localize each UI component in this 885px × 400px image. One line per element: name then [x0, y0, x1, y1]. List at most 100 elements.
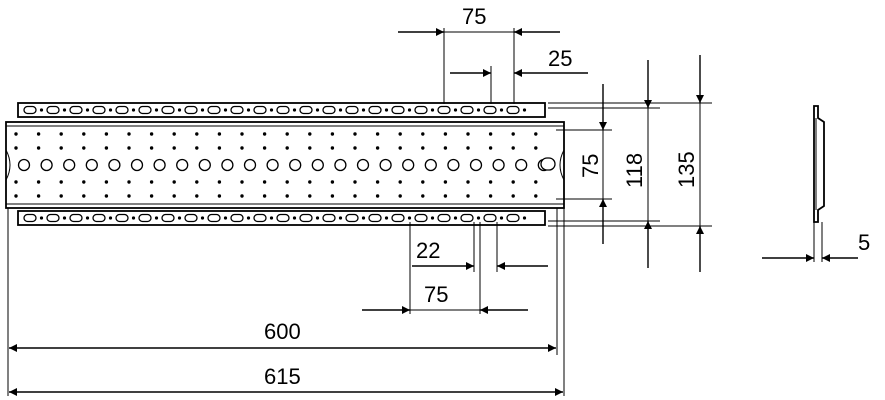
plate-hole: [130, 158, 144, 172]
flange-pin-hole: [154, 216, 159, 220]
plate-small-hole: [127, 180, 131, 184]
plate-small-hole: [240, 194, 244, 198]
plate-small-hole: [59, 180, 63, 184]
plate-small-hole: [511, 180, 515, 184]
flange-slot: [46, 105, 60, 115]
plate-small-hole: [36, 180, 41, 184]
plate-small-hole: [466, 132, 470, 136]
flange-slot: [391, 213, 405, 223]
dim-label-600: 600: [264, 319, 301, 344]
left-edge-notch: [5, 149, 11, 181]
flange-slot: [184, 213, 198, 223]
flange-pin-hole: [177, 108, 182, 112]
plate-hole: [469, 158, 483, 172]
dim-label-top-25: 25: [548, 46, 572, 71]
plate-small-hole: [149, 146, 154, 150]
plate-small-hole: [330, 180, 335, 184]
flange-pin-hole: [338, 108, 343, 112]
height-dimension-75: 75: [556, 84, 612, 244]
plate-small-hole: [36, 132, 41, 136]
flange-pin-hole: [108, 108, 113, 112]
flange-pin-hole: [200, 216, 205, 220]
plate-small-hole: [375, 194, 380, 198]
plate-hole: [515, 158, 528, 172]
plate-small-hole: [353, 146, 357, 150]
flange-slot: [414, 213, 428, 223]
plate-hole: [153, 158, 166, 172]
dim-label-118: 118: [622, 153, 647, 188]
flange-slot: [207, 105, 221, 115]
plate-small-hole: [82, 146, 86, 150]
flange-pin-hole: [315, 216, 320, 220]
flange-slot: [391, 105, 405, 115]
plate-small-hole: [82, 194, 86, 198]
top-dimension-75: 75: [398, 4, 560, 104]
plate-small-hole: [104, 180, 109, 184]
plate-small-hole: [488, 180, 493, 184]
flange-pin-hole: [177, 216, 182, 220]
flange-pin-hole: [62, 216, 67, 220]
plate-small-hole: [308, 146, 312, 150]
right-edge-notch: [559, 149, 565, 181]
dim-label-135: 135: [674, 151, 699, 188]
plate-small-hole: [534, 194, 538, 198]
plate-small-hole: [14, 146, 18, 150]
front-view: [5, 102, 565, 226]
dim-label-bottom-22: 22: [416, 238, 440, 263]
plate-small-holes: [14, 132, 538, 198]
flange-pin-hole: [407, 108, 412, 112]
plate-hole: [379, 158, 392, 172]
plate-holes: [17, 158, 550, 172]
flange-slot: [368, 105, 382, 115]
flange-pin-hole: [269, 108, 274, 112]
plate-small-hole: [240, 132, 244, 136]
plate-small-hole: [534, 146, 538, 150]
plate-small-hole: [466, 180, 470, 184]
bottom-dimension-75: 75: [362, 222, 528, 314]
flange-slot: [506, 105, 520, 115]
plate-small-hole: [330, 146, 335, 150]
plate-small-hole: [262, 194, 267, 198]
dim-label-bottom-75: 75: [424, 282, 448, 307]
plate-hole: [289, 158, 302, 172]
bottom-flange-slots: [23, 213, 527, 223]
plate-small-hole: [195, 146, 199, 150]
flange-pin-hole: [453, 216, 458, 220]
top-dimension-25: 25: [450, 46, 588, 104]
flange-pin-hole: [246, 216, 251, 220]
plate-small-hole: [217, 146, 222, 150]
flange-pin-hole: [200, 108, 205, 112]
dim-label-thickness-5: 5: [858, 230, 870, 255]
plate-small-hole: [330, 132, 335, 136]
plate-small-hole: [14, 194, 18, 198]
flange-pin-hole: [430, 108, 435, 112]
flange-pin-hole: [499, 216, 504, 220]
dim-label-615: 615: [264, 364, 301, 389]
plate-small-hole: [443, 146, 448, 150]
bottom-dimension-22: 22: [412, 222, 548, 272]
plate-small-hole: [217, 180, 222, 184]
flange-slot: [345, 213, 359, 223]
flange-slot: [184, 105, 198, 115]
flange-slot: [437, 105, 451, 115]
flange-pin-hole: [361, 216, 366, 220]
dim-label-height-75: 75: [578, 154, 603, 178]
plate-small-hole: [375, 180, 380, 184]
flange-pin-hole: [499, 108, 504, 112]
plate-small-hole: [398, 180, 402, 184]
flange-pin-hole: [154, 108, 159, 112]
plate-small-hole: [172, 132, 176, 136]
flange-pin-hole: [430, 216, 435, 220]
flange-slot: [69, 213, 83, 223]
flange-slot: [322, 213, 336, 223]
plate-hole: [221, 158, 234, 172]
flange-pin-hole: [384, 216, 389, 220]
plate-hole: [108, 158, 121, 172]
flange-slot: [23, 213, 37, 223]
flange-pin-hole: [407, 216, 412, 220]
plate-hole: [17, 158, 31, 172]
flange-slot: [253, 213, 267, 223]
plate-small-hole: [398, 146, 402, 150]
plate-hole: [334, 158, 347, 172]
flange-pin-hole: [39, 108, 44, 112]
